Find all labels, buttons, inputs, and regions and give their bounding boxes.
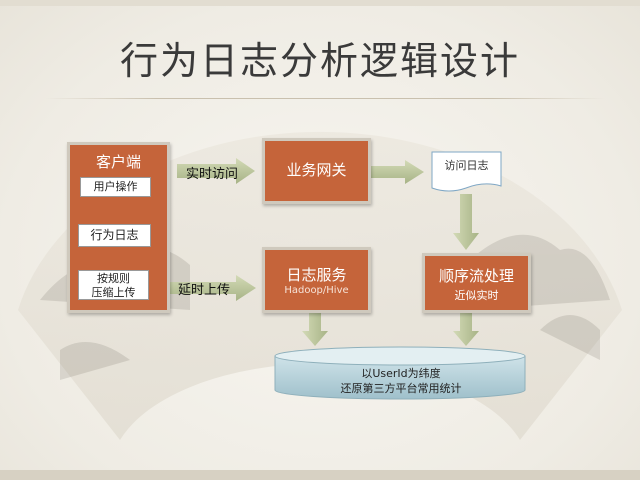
gateway-node: 业务网关	[262, 138, 371, 204]
page-title: 行为日志分析逻辑设计	[119, 39, 520, 83]
arrow-seq-process-to-db	[453, 313, 479, 346]
arrow-access-log-to-seq-process	[453, 194, 479, 250]
seq-process-sub: 近似实时	[454, 289, 499, 302]
compress-upload-line1: 按规则	[97, 272, 130, 285]
arrow-log-service-to-db	[302, 313, 328, 346]
log-service-sub: Hadoop/Hive	[284, 285, 349, 296]
arrow-gateway-to-access-log	[370, 160, 424, 184]
stats-database-label: 以UserId为纬度 还原第三方平台常用统计	[276, 366, 526, 396]
top-strip	[0, 0, 640, 6]
label-delayed-upload: 延时上传	[178, 283, 231, 298]
stats-database-line2: 还原第三方平台常用统计	[340, 382, 462, 395]
stats-database-line1: 以UserId为纬度	[361, 367, 441, 380]
log-service-node: 日志服务 Hadoop/Hive	[262, 247, 371, 313]
log-service-label: 日志服务	[286, 266, 347, 284]
arrow-realtime-access	[177, 158, 255, 184]
label-realtime-access: 实时访问	[186, 167, 239, 182]
client-title: 客户端	[95, 153, 141, 171]
seq-process-node: 顺序流处理 近似实时	[422, 253, 531, 313]
bottom-strip	[0, 470, 640, 480]
seq-process-label: 顺序流处理	[438, 267, 514, 285]
gateway-label: 业务网关	[286, 161, 347, 179]
client-step-user-action: 用户操作	[80, 177, 151, 197]
stats-database-cylinder	[274, 346, 526, 400]
client-step-behavior-log: 行为日志	[78, 224, 151, 247]
arrow-delayed-upload	[166, 275, 256, 301]
access-log-document-shape	[431, 151, 502, 192]
client-step-compress-upload: 按规则 压缩上传	[78, 270, 149, 300]
compress-upload-line2: 压缩上传	[91, 286, 136, 299]
title-divider	[45, 98, 605, 99]
access-log-label: 访问日志	[444, 159, 489, 172]
